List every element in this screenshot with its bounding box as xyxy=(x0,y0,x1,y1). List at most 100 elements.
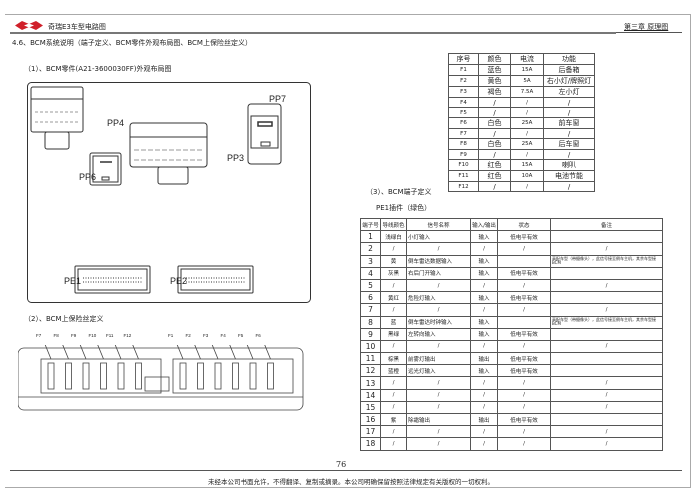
table-cell xyxy=(550,266,663,280)
table-cell: 蓝色 xyxy=(478,64,511,76)
table-cell: 25A xyxy=(510,138,544,150)
table-row: 17///// xyxy=(360,425,663,439)
table-cell: / xyxy=(497,278,551,293)
table-cell: 紫 xyxy=(380,412,407,427)
fuse-label: F4 xyxy=(220,333,226,338)
table-cell: 14 xyxy=(360,388,381,402)
table-cell: 输出 xyxy=(470,352,498,366)
table-cell: / xyxy=(380,376,407,390)
table-cell: / xyxy=(550,339,663,354)
fuse-slot xyxy=(232,362,239,390)
table-cell: / xyxy=(470,400,498,415)
connector-label-pp3: PP3 xyxy=(227,153,245,163)
fuse-slot xyxy=(214,362,222,390)
table-cell: 倒车雷达数据输入 xyxy=(406,254,471,268)
table-cell: 输入 xyxy=(470,230,498,244)
table-cell xyxy=(550,291,663,305)
table-cell: F12 xyxy=(448,181,479,192)
table-cell: F4 xyxy=(448,97,479,108)
table-cell xyxy=(497,315,551,329)
table-cell: 输入 xyxy=(470,327,498,341)
table-cell: / xyxy=(406,278,471,293)
table-cell: 15A xyxy=(510,159,544,171)
table-cell: 左小灯 xyxy=(543,86,595,98)
table-cell: / xyxy=(550,303,663,317)
fuse-label: F6 xyxy=(255,333,261,338)
fuse-slot xyxy=(197,362,204,390)
fuse-label: F7 xyxy=(36,333,42,338)
table-cell: 红色 xyxy=(478,170,511,182)
table-cell: 喇叭 xyxy=(543,159,595,171)
table-row: 15///// xyxy=(360,400,663,415)
table-cell xyxy=(550,364,663,378)
table-row: 13///// xyxy=(360,376,663,390)
table-cell: / xyxy=(510,181,544,192)
table-cell: / xyxy=(550,388,663,402)
table-cell: / xyxy=(380,425,407,439)
table-cell: F3 xyxy=(448,86,479,98)
table-cell: / xyxy=(406,303,471,317)
column-header: 功能 xyxy=(543,53,595,65)
section-title: 4.6、BCM系统说明（端子定义、BCM零件外观布局图、BCM上保险丝定义） xyxy=(12,39,252,47)
table-cell: / xyxy=(406,376,471,390)
table-cell: / xyxy=(478,181,511,192)
table-cell: / xyxy=(380,278,407,293)
table-cell: / xyxy=(406,339,471,354)
table-cell: / xyxy=(550,400,663,415)
table-cell: 危险灯输入 xyxy=(406,291,471,305)
table-cell: / xyxy=(510,128,544,139)
table-cell: / xyxy=(543,107,595,118)
table-cell: 8 xyxy=(360,315,381,329)
column-header: 端子号 xyxy=(360,217,381,232)
table-cell: 小灯输入 xyxy=(406,230,471,244)
table-cell: 15 xyxy=(360,400,381,415)
column-header: 序号 xyxy=(448,53,479,65)
table-cell: 高配车型（带摄像头），此信号接至倒车主机，其余车型接BCM xyxy=(550,315,663,329)
table-cell: / xyxy=(470,242,498,256)
table-cell: 3 xyxy=(360,254,381,268)
column-header: 信号名称 xyxy=(406,217,471,232)
table-cell: F9 xyxy=(448,149,479,160)
footer-copyright: 未经本公司书面允许，不得翻译、复制或摘录。本公司明确保留按照法律规定有关版权的一… xyxy=(208,478,494,486)
connector-label-pp6: PP6 xyxy=(79,172,97,182)
table-cell: / xyxy=(470,425,498,439)
table-cell: 5A xyxy=(510,75,544,87)
table-cell: / xyxy=(406,425,471,439)
chapter-title: 第三章 原理图 xyxy=(624,23,669,31)
table-cell: 7 xyxy=(360,303,381,317)
table-cell: / xyxy=(380,339,407,354)
table-cell: / xyxy=(470,376,498,390)
table-cell: 低电平有效 xyxy=(497,291,551,305)
fuse-label: F2 xyxy=(185,333,191,338)
table-cell: 后备箱 xyxy=(543,64,595,76)
table-cell: 11 xyxy=(360,352,381,366)
table-cell xyxy=(497,254,551,268)
connector-label-pp4: PP4 xyxy=(107,118,125,128)
table-cell xyxy=(550,327,663,341)
table-cell: / xyxy=(406,388,471,402)
document-page xyxy=(5,14,691,488)
table-cell: 9 xyxy=(360,327,381,341)
table-cell: 黄红 xyxy=(380,291,407,305)
table-cell: 4 xyxy=(360,266,381,280)
header-rule xyxy=(10,32,616,34)
table-cell: 白色 xyxy=(478,138,511,150)
table-cell: 黄色 xyxy=(478,75,511,87)
table-cell: 黄 xyxy=(380,254,407,268)
pe1-caption: PE1插件（绿色） xyxy=(376,204,432,212)
table-cell: 输入 xyxy=(470,254,498,268)
table-cell: / xyxy=(497,242,551,256)
column-header: 颜色 xyxy=(478,53,511,65)
table-cell: / xyxy=(497,437,551,451)
table-row: 18///// xyxy=(360,437,663,451)
table-cell: 低电平有效 xyxy=(497,266,551,280)
table-cell: F10 xyxy=(448,159,479,171)
connector-label-pe2: PE2 xyxy=(170,276,188,286)
